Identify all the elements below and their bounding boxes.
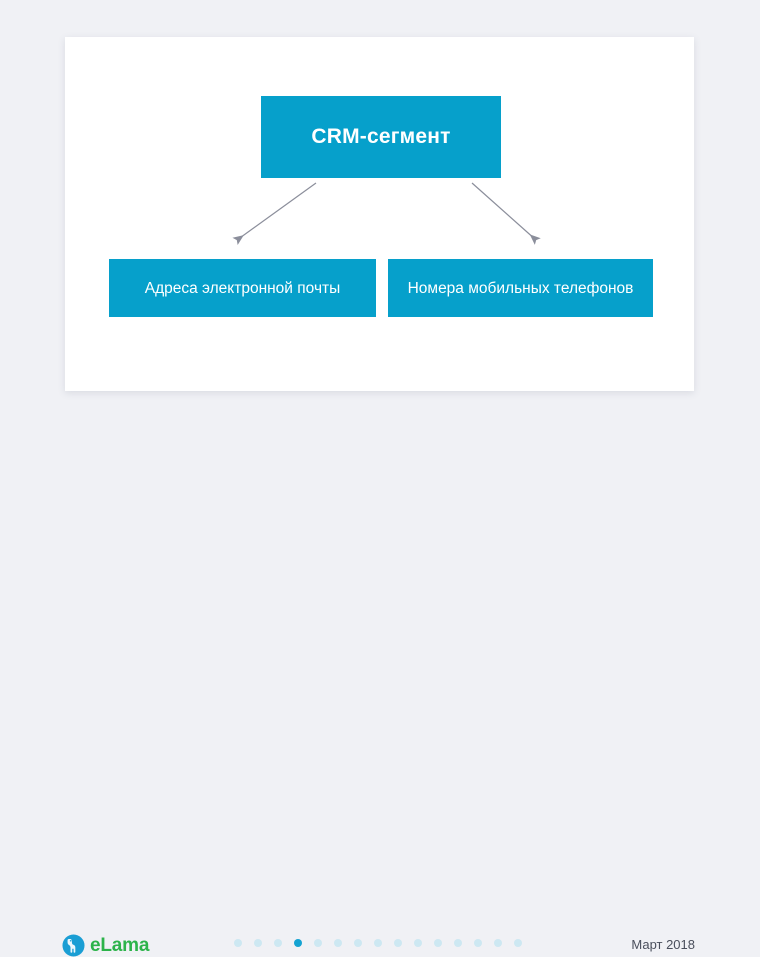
pagination-dot[interactable] xyxy=(474,939,482,947)
pagination-dot[interactable] xyxy=(254,939,262,947)
elama-logo-text: eLama xyxy=(90,935,150,956)
pagination-dot[interactable] xyxy=(354,939,362,947)
diagram-node-phone: Номера мобильных телефонов xyxy=(388,259,653,317)
pagination-dot-active[interactable] xyxy=(294,939,302,947)
pagination-dot[interactable] xyxy=(494,939,502,947)
diagram-node-root: CRM-сегмент xyxy=(261,96,501,178)
pagination-dot[interactable] xyxy=(514,939,522,947)
slide-card xyxy=(65,37,694,391)
llama-logo-icon xyxy=(62,934,85,957)
pagination-dot[interactable] xyxy=(394,939,402,947)
pagination-dot[interactable] xyxy=(334,939,342,947)
pagination-dot[interactable] xyxy=(414,939,422,947)
pagination-dot[interactable] xyxy=(434,939,442,947)
slide-footer: eLama Март 2018 xyxy=(0,462,760,957)
slide-date: Март 2018 xyxy=(631,937,695,952)
pagination-dot[interactable] xyxy=(314,939,322,947)
pagination-dot[interactable] xyxy=(454,939,462,947)
slide: CRM-сегмент Адреса электронной почты Ном… xyxy=(0,37,760,957)
pagination-dot[interactable] xyxy=(234,939,242,947)
diagram-node-email: Адреса электронной почты xyxy=(109,259,376,317)
pagination-dot[interactable] xyxy=(374,939,382,947)
elama-logo: eLama xyxy=(62,934,149,957)
pagination-dot[interactable] xyxy=(274,939,282,947)
slide-pagination[interactable] xyxy=(234,939,522,947)
